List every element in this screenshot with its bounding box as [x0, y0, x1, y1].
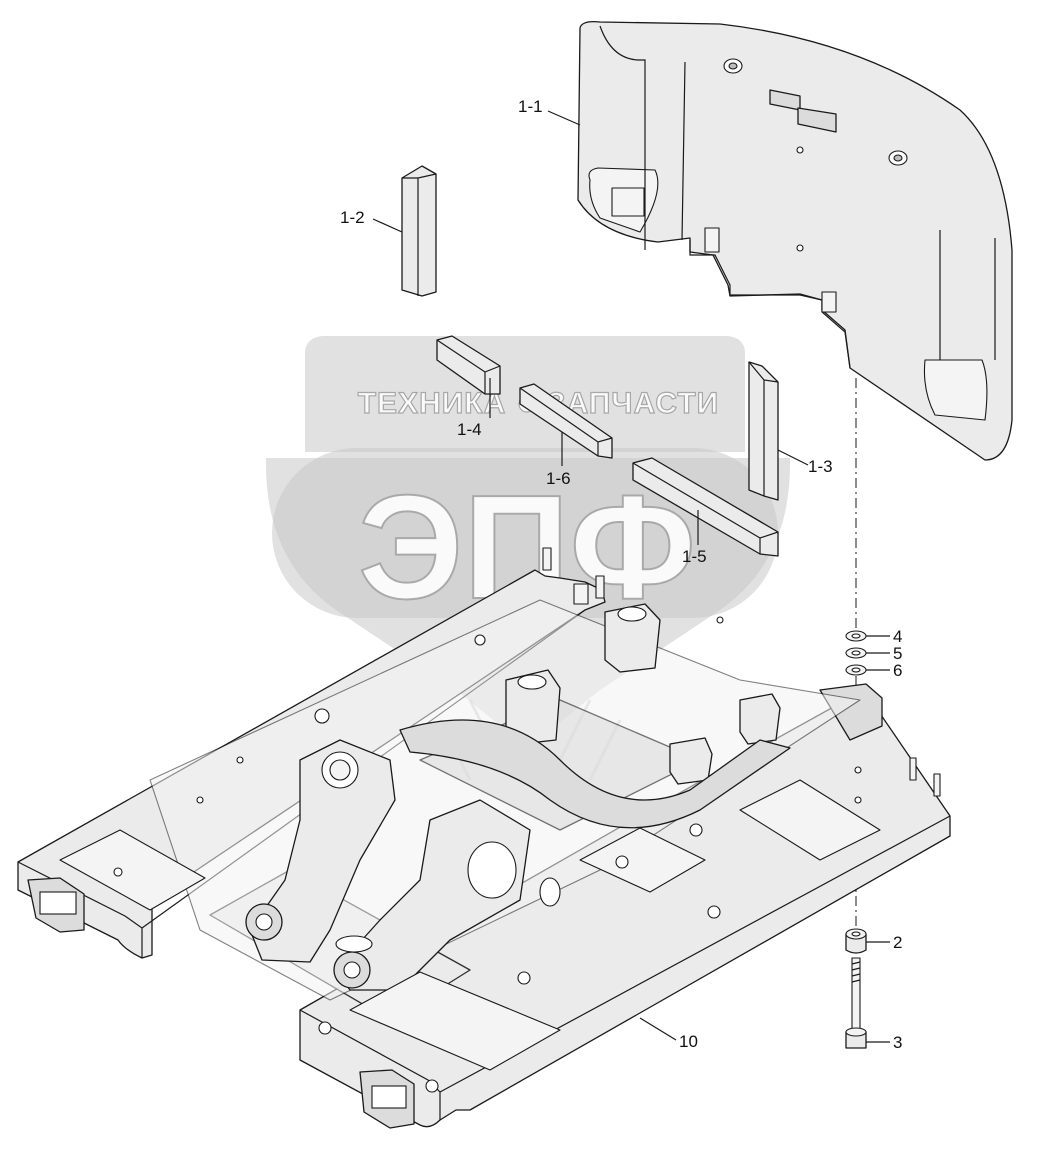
bar-1-4-edges [436, 339, 501, 394]
bolt-3 [845, 957, 867, 1049]
frame-bolt-holes [113, 616, 862, 1093]
counterweight-step-line [689, 240, 851, 369]
frame-boom-plate-left [249, 739, 396, 963]
bar-1-5 [632, 457, 779, 557]
label-5: 5 [893, 644, 902, 663]
bar-1-5-body [632, 457, 779, 557]
label-3: 3 [893, 1033, 902, 1052]
washer-stack [845, 630, 867, 676]
counterweight-bracket-2 [797, 107, 837, 133]
label-10: 10 [679, 1032, 698, 1051]
bolt-3-thread [851, 961, 861, 983]
watermark-text-left: ТЕХНИКА [358, 387, 507, 420]
frame-mount-tower-3 [739, 693, 781, 745]
bar-1-6-body [519, 383, 613, 459]
counterweight-lift-eye-1-inner [728, 62, 738, 70]
spacer-1-2-edges [402, 173, 437, 296]
label-2: 2 [893, 933, 902, 952]
counterweight-lift-eye-2-inner [893, 154, 903, 162]
label-1-4: 1-4 [457, 420, 482, 439]
frame-boom-hole [467, 841, 517, 899]
label-1-5: 1-5 [682, 547, 707, 566]
frame-curved-beam [399, 719, 791, 829]
label-1-3: 1-3 [808, 457, 833, 476]
counterweight-1-1 [577, 20, 1013, 461]
counterweight-body [577, 20, 1013, 461]
bar-1-6 [519, 383, 613, 459]
frame-mount-tower-1 [604, 603, 661, 673]
bar-1-4 [436, 335, 501, 395]
leader-lines [372, 110, 890, 1043]
counterweight-side-lines [939, 230, 996, 360]
counterweight-hole-1 [796, 146, 804, 154]
counterweight-tab-2 [821, 291, 837, 313]
counterweight-tab-1 [704, 227, 720, 253]
leader-1-1 [547, 110, 581, 126]
bar-1-5-edges [632, 462, 779, 554]
leader-1-3 [777, 449, 809, 466]
leader-1-2 [372, 218, 403, 233]
spacer-2 [845, 928, 867, 954]
counterweight-edge-line-2 [681, 61, 686, 241]
frame-mount-tower-4 [669, 737, 713, 785]
label-1-2: 1-2 [340, 208, 365, 227]
frame-rear-plate [739, 779, 881, 861]
part-labels: 1-1 1-2 1-3 1-4 1-6 1-5 4 5 6 2 3 10 [340, 97, 902, 1052]
counterweight-left-slot [611, 187, 645, 217]
spacer-1-3-edges [748, 361, 779, 496]
frame-right-plate [579, 827, 706, 893]
label-6: 6 [893, 661, 902, 680]
leader-10 [639, 1017, 677, 1041]
label-1-6: 1-6 [546, 469, 571, 488]
label-1-1: 1-1 [518, 97, 543, 116]
upper-frame-10 [17, 547, 951, 1129]
counterweight-hole-2 [796, 244, 804, 252]
label-4: 4 [893, 627, 902, 646]
spacer-1-2-body [401, 165, 437, 297]
frame-tabs [542, 547, 941, 797]
frame-right-deck [349, 971, 561, 1071]
counterweight-edge-line [599, 25, 646, 250]
frame-left-deck [59, 829, 206, 911]
bar-1-6-edges [519, 387, 613, 456]
counterweight-right-pad [923, 359, 988, 421]
spacer-1-2 [401, 165, 437, 297]
spacer-1-3 [748, 361, 779, 501]
